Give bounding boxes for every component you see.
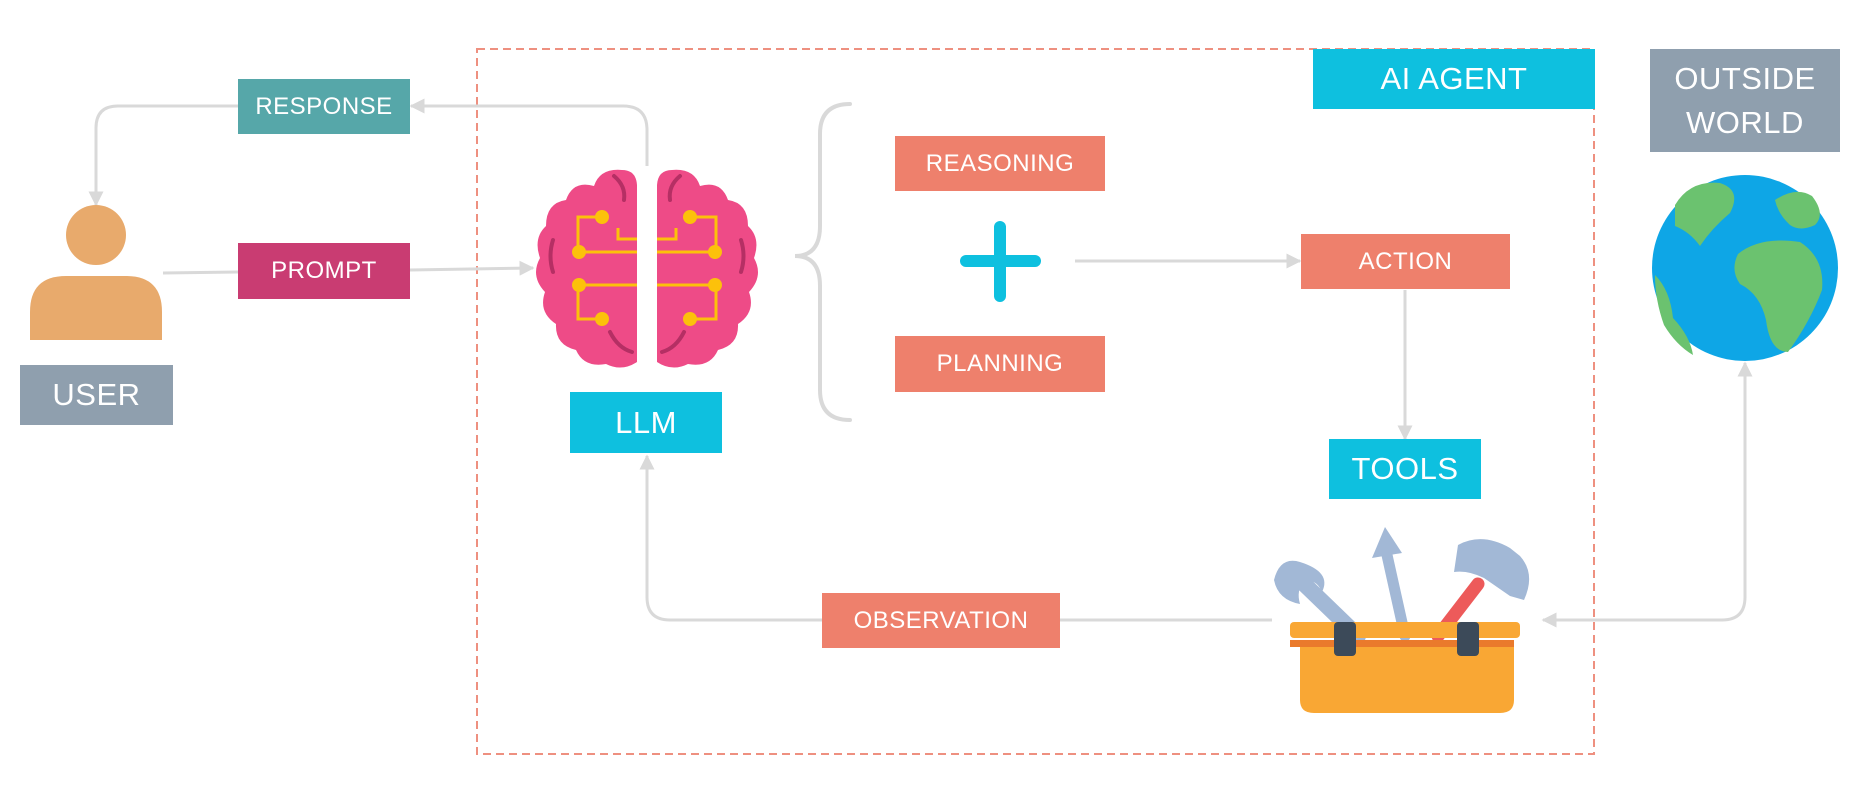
brain-icon bbox=[536, 169, 758, 368]
user-icon bbox=[30, 205, 162, 340]
prompt-label: PROMPT bbox=[238, 243, 410, 299]
user-label: USER bbox=[20, 365, 173, 425]
connector-user-to-prompt bbox=[162, 270, 239, 275]
ai-agent-label: AI AGENT bbox=[1313, 49, 1595, 109]
hammer-icon bbox=[1431, 539, 1530, 643]
planning-label: PLANNING bbox=[895, 336, 1105, 392]
toolbox-icon bbox=[1274, 527, 1530, 713]
connector-prompt-to-llm bbox=[409, 260, 535, 276]
screwdriver-icon bbox=[1372, 527, 1411, 642]
connector-observation-to-llm bbox=[639, 454, 822, 622]
llm-label: LLM bbox=[570, 392, 722, 453]
brace-icon bbox=[794, 102, 852, 422]
reasoning-label: REASONING bbox=[895, 136, 1105, 191]
connector-tools-world bbox=[1541, 361, 1753, 628]
action-label: ACTION bbox=[1301, 234, 1510, 289]
tools-label: TOOLS bbox=[1329, 439, 1481, 499]
connector-llm-to-response bbox=[409, 98, 649, 166]
globe-icon bbox=[1652, 175, 1838, 361]
outside-world-label: OUTSIDE WORLD bbox=[1650, 49, 1840, 152]
observation-label: OBSERVATION bbox=[822, 593, 1060, 648]
plus-icon bbox=[960, 221, 1041, 302]
response-label: RESPONSE bbox=[238, 79, 410, 134]
connector-response-to-user bbox=[88, 104, 238, 207]
connectors bbox=[88, 98, 1753, 628]
